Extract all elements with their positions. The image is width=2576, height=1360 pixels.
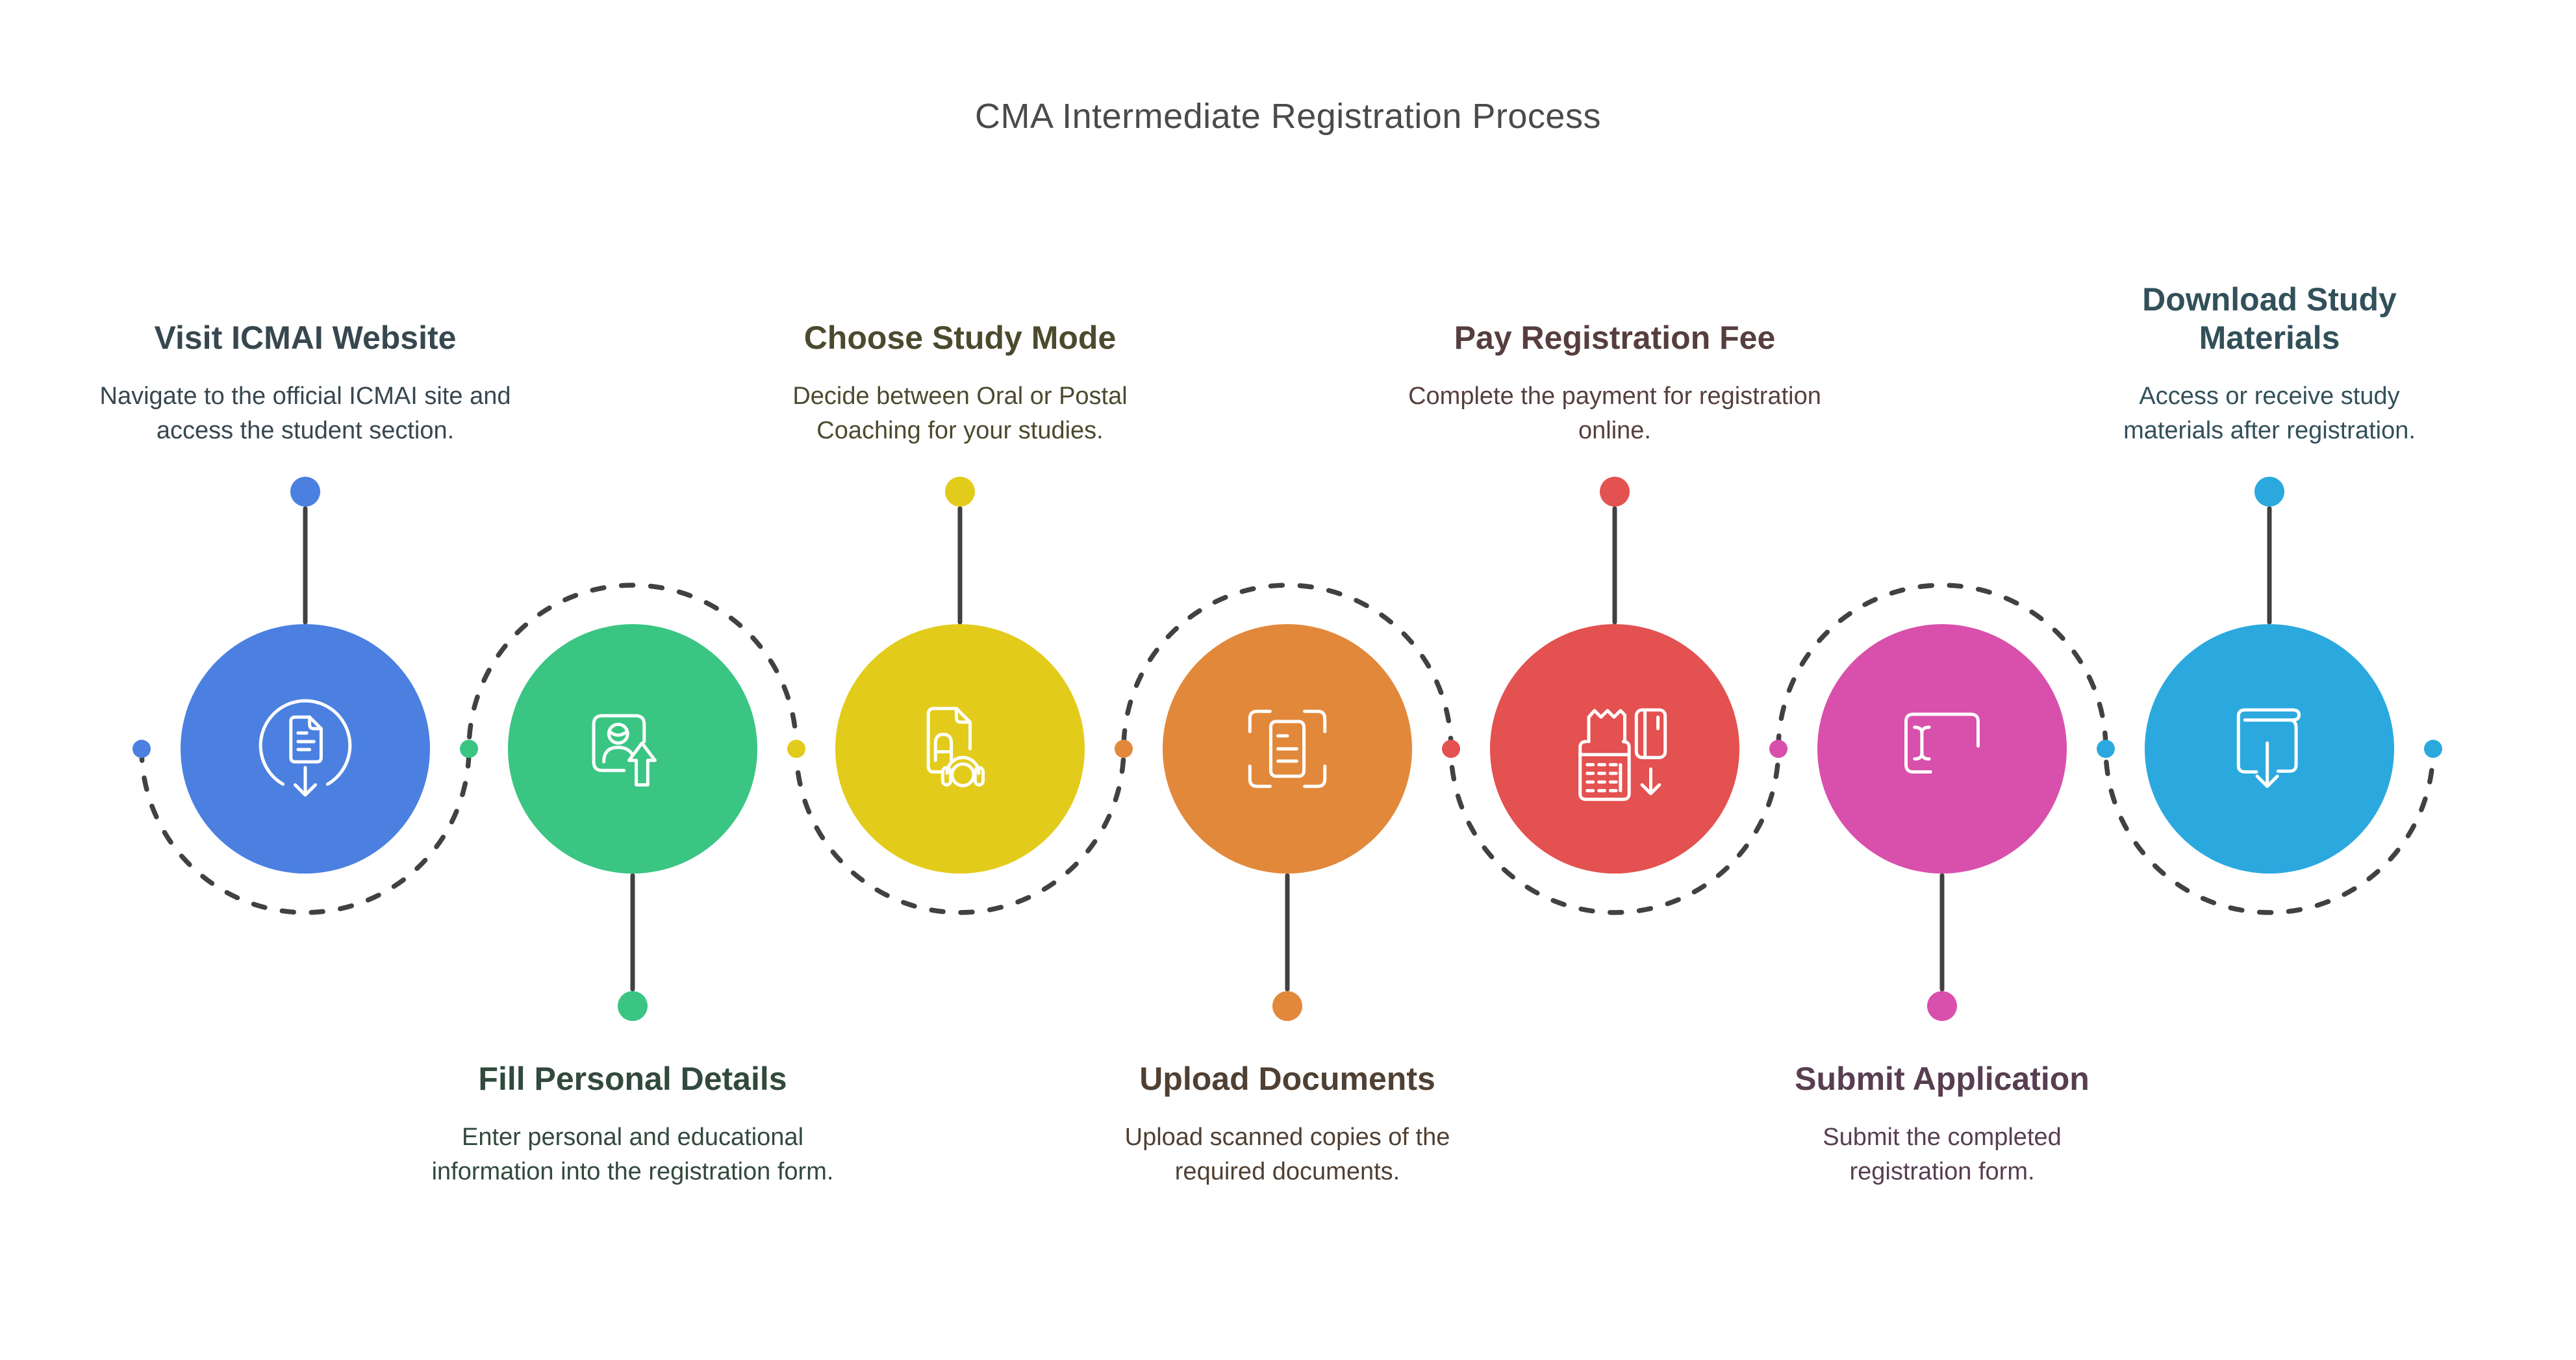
- path-dot: [2097, 740, 2115, 758]
- step-circle: [1163, 624, 1412, 874]
- dashed-wave-path: [139, 583, 2436, 915]
- page-title: CMA Intermediate Registration Process: [975, 97, 1601, 136]
- step-title: Fill Personal Details: [478, 1061, 787, 1097]
- label-dot: [1600, 477, 1630, 507]
- form-text-cursor-icon: [1904, 712, 1980, 774]
- step-title: Submit Application: [1795, 1061, 2090, 1097]
- step-description: Upload scanned copies of the required do…: [1124, 1124, 1450, 1185]
- step-circle: [181, 624, 430, 874]
- step-circle: [835, 624, 1085, 874]
- step-circle: [1817, 624, 2067, 874]
- label-dot: [1927, 991, 1957, 1021]
- label-dot: [618, 991, 648, 1021]
- path-dot: [133, 740, 151, 758]
- path-dot: [460, 740, 478, 758]
- step-description: Access or receive study materials after …: [2123, 383, 2416, 444]
- step-circle: [508, 624, 757, 874]
- profile-upload-icon: [592, 714, 657, 787]
- book-download-icon: [2236, 708, 2301, 788]
- path-dot: [787, 740, 805, 758]
- step-description: Submit the completed registration form.: [1823, 1124, 2062, 1185]
- step-title: Choose Study Mode: [803, 320, 1117, 356]
- step-text: Choose Study Mode Decide between Oral or…: [752, 319, 1168, 448]
- scan-document-icon: [1248, 709, 1327, 788]
- step-title: Pay Registration Fee: [1454, 320, 1776, 356]
- step-description: Complete the payment for registration on…: [1408, 383, 1821, 444]
- step-text: Upload Documents Upload scanned copies o…: [1080, 1060, 1495, 1189]
- step-title: Visit ICMAI Website: [154, 320, 457, 356]
- path-dot: [1769, 740, 1787, 758]
- label-dot: [945, 477, 975, 507]
- step-circle: [2145, 624, 2394, 874]
- label-dot: [1272, 991, 1302, 1021]
- step-text: Download Study Materials Access or recei…: [2062, 281, 2477, 448]
- path-dot: [1115, 740, 1133, 758]
- step-text: Submit Application Submit the completed …: [1734, 1060, 2150, 1189]
- label-dot: [2254, 477, 2284, 507]
- step-circle: [1490, 624, 1739, 874]
- path-dot: [1442, 740, 1460, 758]
- audio-document-icon: [926, 707, 985, 788]
- step-text: Fill Personal Details Enter personal and…: [425, 1060, 840, 1189]
- step-description: Navigate to the official ICMAI site and …: [99, 383, 511, 444]
- document-download-circle-icon: [259, 699, 352, 797]
- step-text: Pay Registration Fee Complete the paymen…: [1407, 319, 1823, 448]
- step-description: Decide between Oral or Postal Coaching f…: [792, 383, 1128, 444]
- step-text: Visit ICMAI Website Navigate to the offi…: [97, 319, 513, 448]
- label-dot: [290, 477, 320, 507]
- payment-receipt-card-icon: [1578, 708, 1667, 801]
- path-dot: [2424, 740, 2442, 758]
- step-title: Upload Documents: [1139, 1061, 1435, 1097]
- step-description: Enter personal and educational informati…: [431, 1124, 834, 1185]
- step-title: Download Study Materials: [2142, 281, 2397, 356]
